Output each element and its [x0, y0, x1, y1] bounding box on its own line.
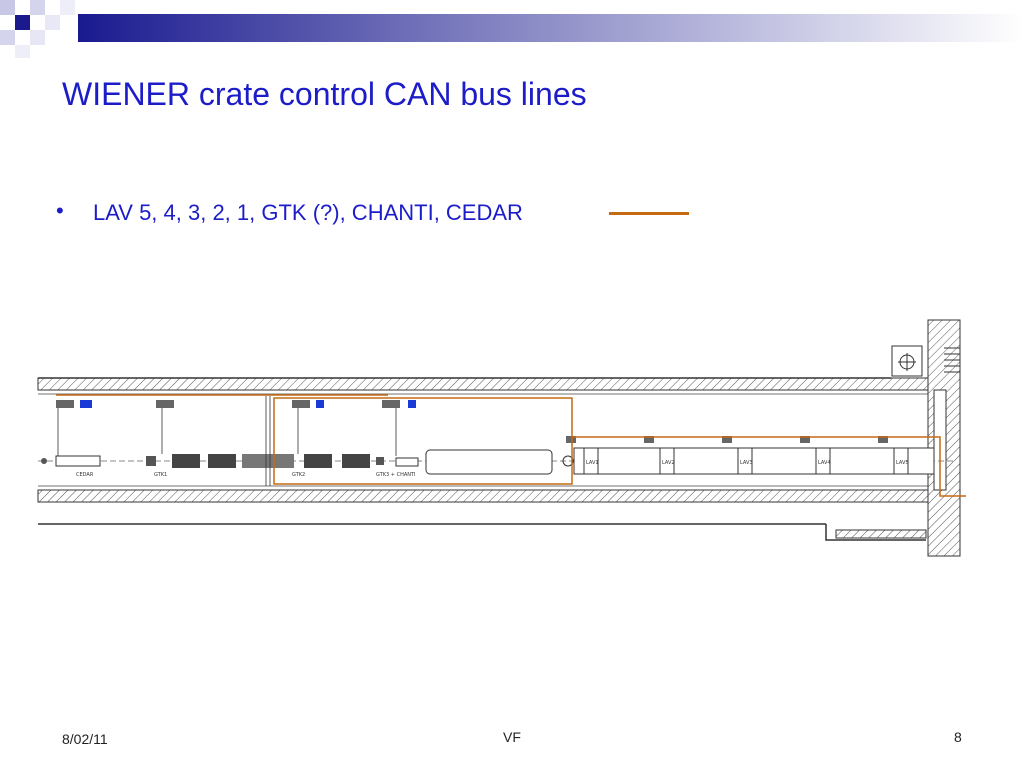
lav-crates — [566, 436, 888, 443]
label-lav2: LAV2 — [662, 460, 675, 466]
gtk1-magnets — [172, 454, 200, 468]
cedar-vessel — [55, 455, 101, 467]
footer-page-number: 8 — [954, 729, 962, 745]
footer-date: 8/02/11 — [62, 731, 108, 747]
lav-stations — [583, 447, 909, 475]
label-lav5: LAV5 — [896, 460, 909, 466]
beam-pipe-left — [425, 449, 553, 475]
upper-wall — [37, 377, 929, 391]
gtk2-module — [242, 454, 294, 468]
label-lav3: LAV3 — [740, 460, 753, 466]
can-bus-lines — [56, 394, 982, 497]
label-gtk3-chanti: GTK3 + CHANTI — [376, 472, 416, 478]
label-cedar: CEDAR — [76, 472, 94, 478]
bullet-icon: • — [56, 198, 64, 223]
can-bus-legend-line — [609, 212, 689, 215]
label-gtk1: GTK1 — [154, 472, 167, 478]
left-crates — [56, 400, 416, 408]
bullet-text: LAV 5, 4, 3, 2, 1, GTK (?), CHANTI, CEDA… — [93, 200, 523, 225]
beam-pipe-lav — [573, 447, 935, 475]
footer-author: VF — [503, 729, 521, 745]
label-lav1: LAV1 — [586, 460, 599, 466]
beamline-diagram: CEDAR GTK1 GTK2 GTK3 + CHANTI LAV1 LAV2 … — [36, 318, 982, 558]
slide-title: WIENER crate control CAN bus lines — [62, 76, 587, 112]
header-decoration — [0, 0, 1024, 58]
label-lav4: LAV4 — [818, 460, 831, 466]
label-gtk2: GTK2 — [292, 472, 305, 478]
lower-wall — [37, 489, 929, 503]
